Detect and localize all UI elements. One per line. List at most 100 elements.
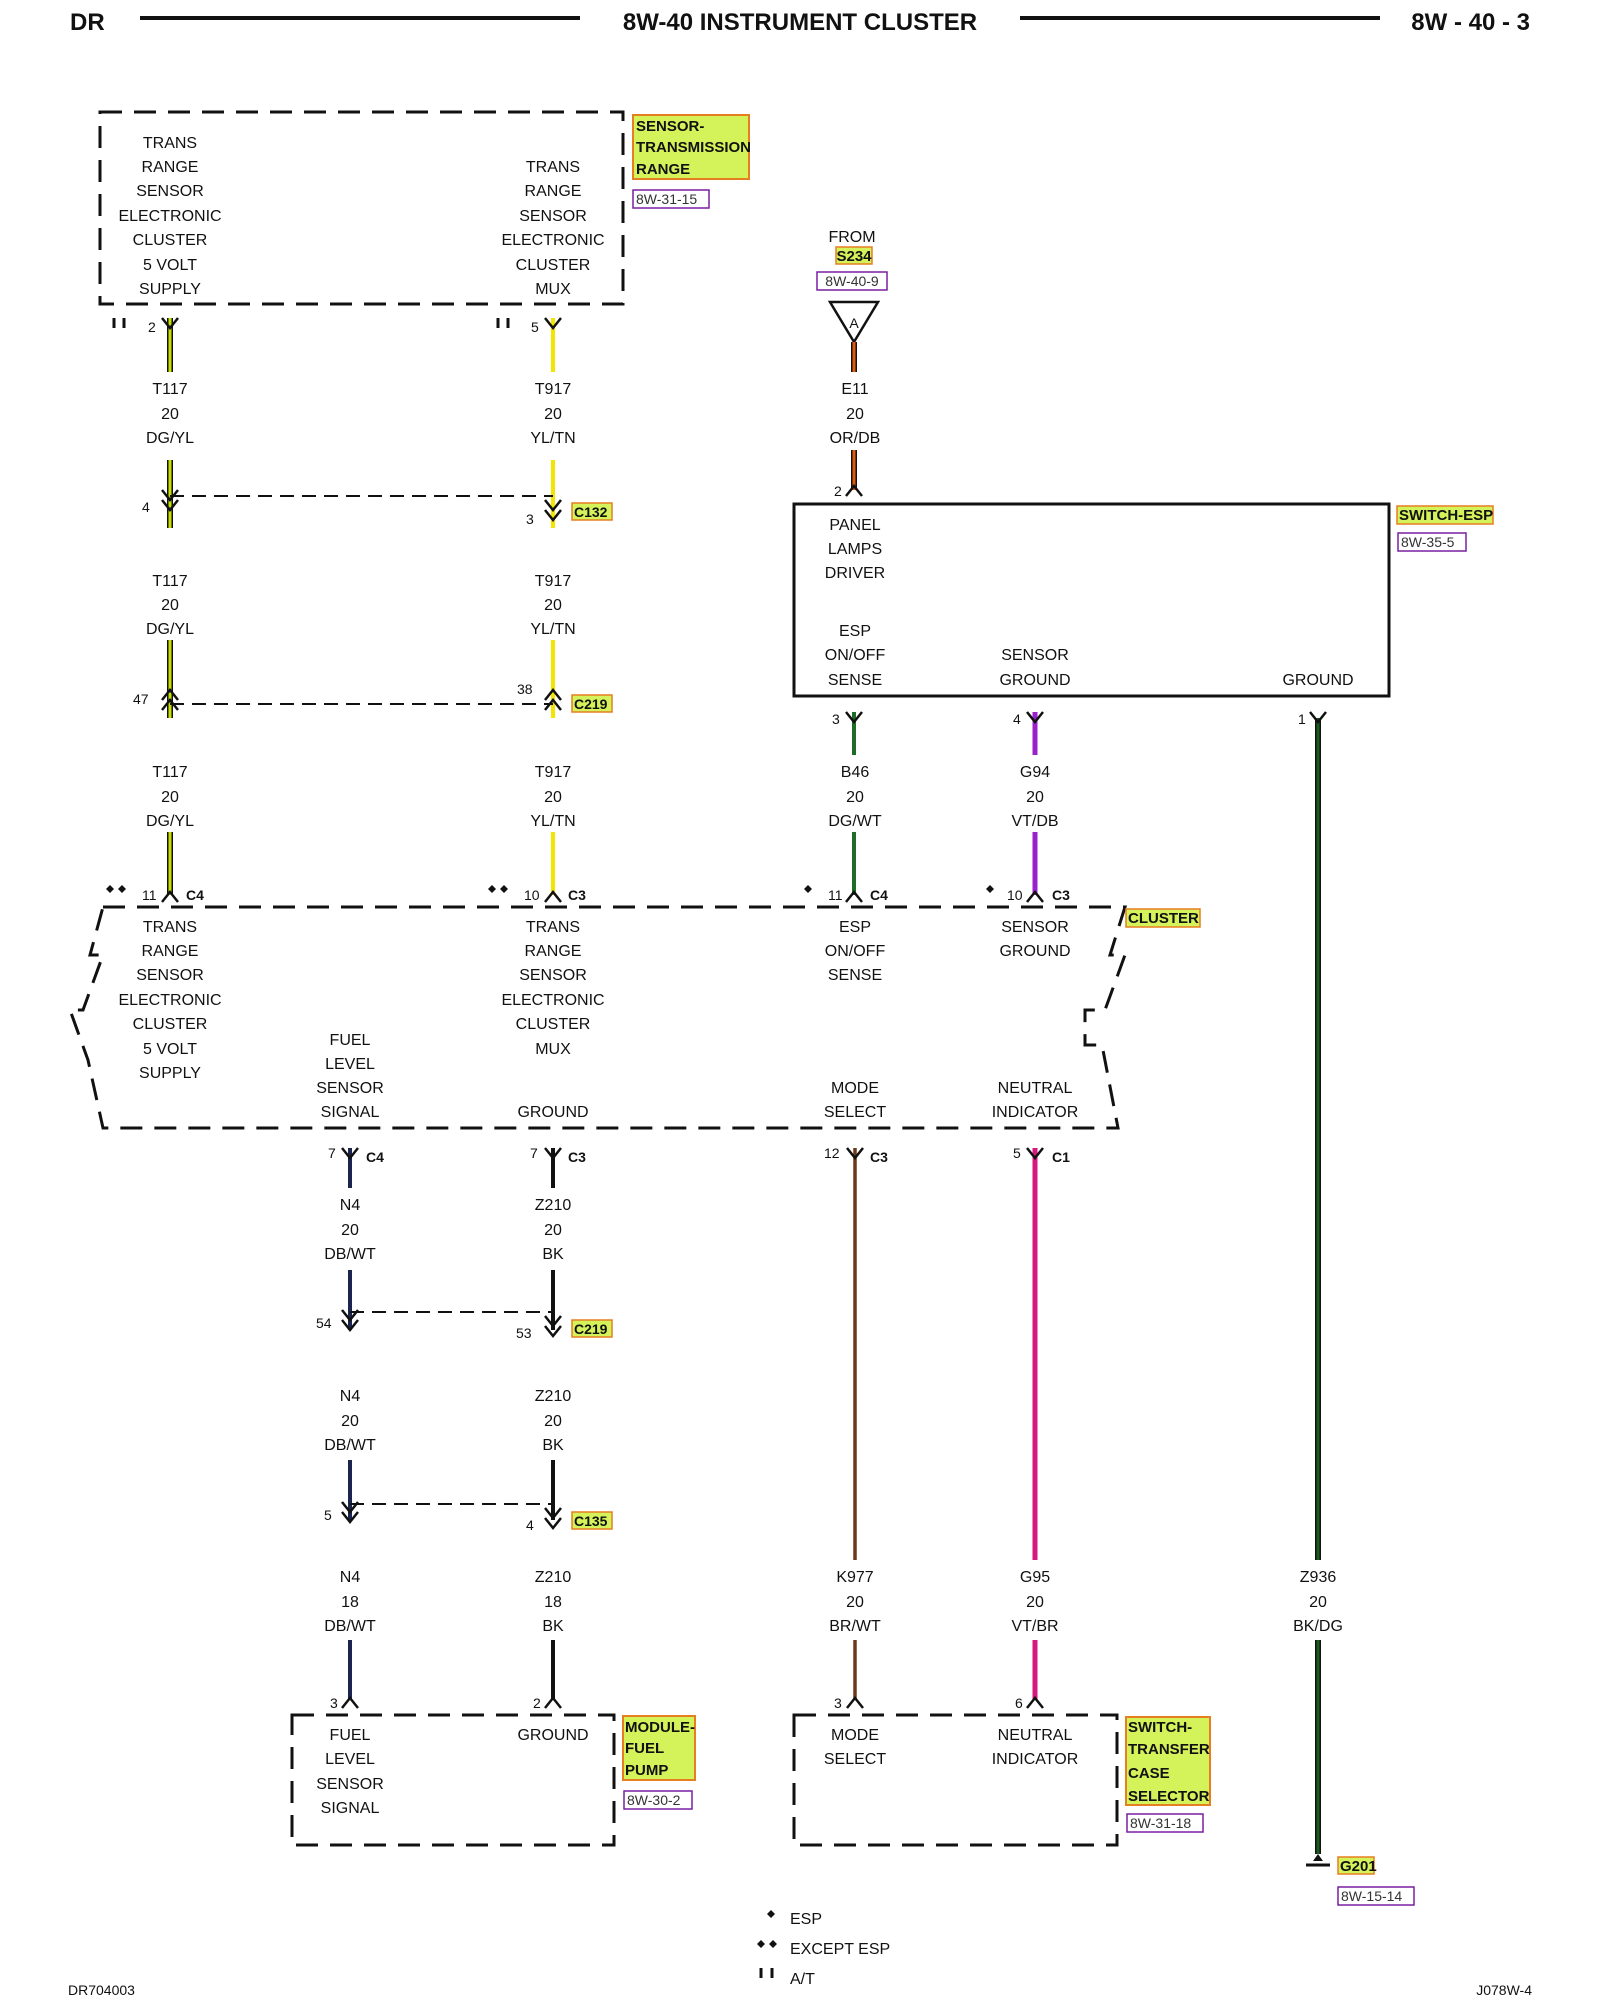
cluster-line: TRANS xyxy=(143,919,197,936)
connector-label: C3 xyxy=(1052,887,1070,903)
terminal-chevron xyxy=(1026,889,1044,903)
fp-line: SIGNAL xyxy=(321,1800,380,1817)
tag-box xyxy=(622,1715,696,1781)
switch-esp-tag[interactable]: SWITCH-ESP xyxy=(1396,505,1494,525)
terminal-chevron xyxy=(161,697,179,711)
tag-line: SWITCH- xyxy=(1128,1719,1192,1736)
tr-left-line: TRANS xyxy=(143,135,197,152)
transfer-switch-tag[interactable]: SWITCH- TRANSFER CASE SELECTOR xyxy=(1125,1716,1211,1806)
cluster-col3-text: ESP ON/OFF SENSE xyxy=(825,919,886,984)
wire-gauge: 20 xyxy=(544,406,562,423)
cluster-line: ELECTRONIC xyxy=(501,992,604,1009)
connector-tag: C219 xyxy=(574,1321,608,1337)
tr-right-line: SENSOR xyxy=(519,208,587,225)
cluster-line: RANGE xyxy=(142,943,199,960)
wire-color: DB/WT xyxy=(324,1246,376,1263)
connector-c132[interactable]: 4 3 C132 xyxy=(142,489,613,527)
wire-gauge: 20 xyxy=(341,1413,359,1430)
connector-label: C1 xyxy=(1052,1149,1070,1165)
connector-c219-upper[interactable]: 47 38 C219 xyxy=(133,681,613,713)
offpage-triangle xyxy=(827,300,881,345)
terminal-chevron xyxy=(1026,1147,1044,1161)
connector-c135[interactable]: 5 4 C135 xyxy=(324,1501,613,1533)
cluster-line: SENSOR xyxy=(1001,919,1069,936)
esp-marker xyxy=(804,885,812,893)
terminal-e11-2: 2 xyxy=(834,483,863,499)
esp-panel-line: PANEL xyxy=(829,517,880,534)
wire-gauge: 20 xyxy=(161,789,179,806)
pin-number: 2 xyxy=(834,483,842,499)
g201-ref-link[interactable]: 8W-15-14 xyxy=(1337,1886,1415,1906)
wire-color: DG/WT xyxy=(828,813,882,830)
fp-line: SENSOR xyxy=(316,1776,384,1793)
connector-label: C4 xyxy=(870,887,888,903)
wire-color: DB/WT xyxy=(324,1618,376,1635)
ref-box xyxy=(1397,532,1467,552)
switch-esp-ref-link[interactable]: 8W-35-5 xyxy=(1397,532,1467,552)
pin-number: 6 xyxy=(1015,1695,1023,1711)
g201-tag[interactable]: G201 xyxy=(1337,1856,1377,1875)
bottom-component-pins: 3 2 3 6 xyxy=(330,1695,1044,1711)
esp-sense-line: ESP xyxy=(839,623,871,640)
splice-ref-box xyxy=(816,271,888,291)
terminal-chevron xyxy=(544,1325,562,1339)
cluster-line: GROUND xyxy=(999,943,1070,960)
terminal-chevron xyxy=(544,1695,562,1709)
terminal-chevron xyxy=(341,1695,359,1709)
fp-line: LEVEL xyxy=(325,1751,375,1768)
tag-line: SWITCH-ESP xyxy=(1399,507,1493,524)
tag-line: MODULE- xyxy=(625,1719,695,1736)
ts-line: MODE xyxy=(831,1727,879,1744)
splice-tag: S234 xyxy=(836,248,872,265)
wire-code: B46 xyxy=(841,764,870,781)
connector-tag: C219 xyxy=(574,696,608,712)
fuel-pump-ref-link[interactable]: 8W-30-2 xyxy=(623,1790,693,1810)
fuel-pump-tag[interactable]: MODULE- FUEL PUMP xyxy=(622,1715,696,1781)
pin-number: 54 xyxy=(316,1315,332,1331)
cluster-line: ON/OFF xyxy=(825,943,886,960)
tr-sensor-box xyxy=(98,110,625,306)
transfer-switch-box xyxy=(792,1713,1119,1847)
wire-gauge: 18 xyxy=(341,1594,359,1611)
wire-gauge: 20 xyxy=(846,1594,864,1611)
cluster-line: FUEL xyxy=(330,1032,371,1049)
terminal-chevron xyxy=(544,1517,562,1531)
cluster-tag[interactable]: CLUSTER xyxy=(1125,908,1201,928)
wire-color: BR/WT xyxy=(829,1618,881,1635)
tag-line: RANGE xyxy=(636,161,690,178)
pin-number: 53 xyxy=(516,1325,532,1341)
pin-number: 11 xyxy=(142,887,157,903)
connector-c219-lower[interactable]: 54 53 C219 xyxy=(316,1309,613,1341)
pin-number: 47 xyxy=(133,691,149,707)
wire-color: BK/DG xyxy=(1293,1618,1343,1635)
wire-gauge: 20 xyxy=(1026,789,1044,806)
wire-code: Z210 xyxy=(535,1197,572,1214)
pin-number: 7 xyxy=(328,1145,336,1161)
esp-panel-line: DRIVER xyxy=(825,565,885,582)
legend-label: ESP xyxy=(790,1911,822,1928)
esp-sensor-line: SENSOR xyxy=(1001,647,1069,664)
connector-tag-box xyxy=(571,1319,613,1338)
cluster-col1-text: TRANS RANGE SENSOR ELECTRONIC CLUSTER 5 … xyxy=(118,919,221,1082)
ref-text: 8W-35-5 xyxy=(1401,534,1455,550)
wire-gauge: 20 xyxy=(846,406,864,423)
tr-left-line: SUPPLY xyxy=(139,281,201,298)
ground-g201 xyxy=(1306,1854,1330,1867)
terminal-chevron xyxy=(544,687,562,701)
tr-sensor-ref-link[interactable]: 8W-31-15 xyxy=(632,189,710,209)
terminal-chevron xyxy=(845,711,863,725)
wire-color: VT/DB xyxy=(1011,813,1058,830)
connector-label: C4 xyxy=(366,1149,384,1165)
transfer-switch-ref-link[interactable]: 8W-31-18 xyxy=(1126,1813,1204,1833)
wire-labels-t917: T917 20 YL/TN T917 20 YL/TN T917 20 YL/T… xyxy=(530,381,575,830)
tr-sensor-right-text: TRANS RANGE SENSOR ELECTRONIC CLUSTER MU… xyxy=(501,159,604,298)
tr-sensor-tag[interactable]: SENSOR- TRANSMISSION RANGE xyxy=(632,114,751,180)
ts-line: INDICATOR xyxy=(992,1751,1079,1768)
header-right: 8W - 40 - 3 xyxy=(1411,9,1530,36)
wire-color: BK xyxy=(542,1618,564,1635)
wire-code: G94 xyxy=(1020,764,1050,781)
terminal-chevron xyxy=(161,499,179,513)
tag-line: CASE xyxy=(1128,1765,1170,1782)
cluster-line: SELECT xyxy=(824,1104,886,1121)
